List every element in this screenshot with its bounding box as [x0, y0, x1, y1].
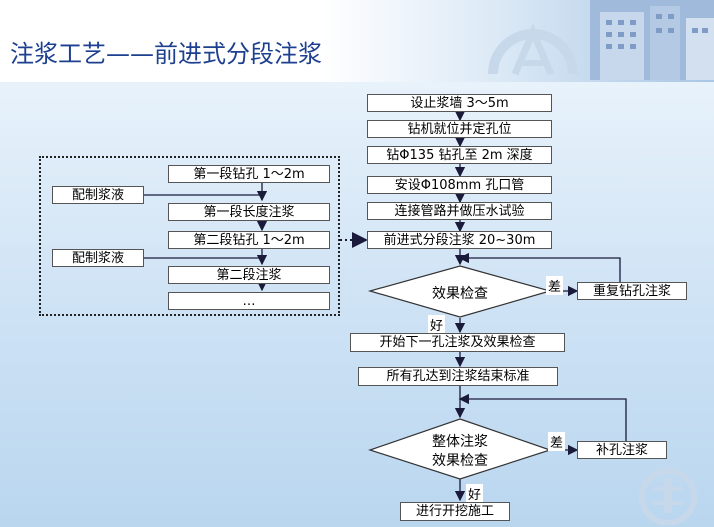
repair-hole-box: 补孔注浆 [577, 441, 667, 459]
sub-step-4: 第二段注浆 [168, 266, 330, 284]
next-hole-box: 开始下一孔注浆及效果检查 [350, 333, 565, 352]
prep-slurry-2: 配制浆液 [52, 249, 144, 267]
decision-diamond-2 [368, 418, 552, 480]
final-step-box: 进行开挖施工 [400, 502, 510, 521]
flow-step-4: 安设Φ108mm 孔口管 [367, 176, 552, 194]
all-holes-box: 所有孔达到注浆结束标准 [358, 367, 558, 386]
sub-step-5: … [168, 292, 330, 310]
sub-step-1: 第一段钻孔 1～2m [168, 165, 330, 183]
repeat-drill-box: 重复钻孔注浆 [577, 282, 687, 300]
flow-step-6: 前进式分段注浆 20~30m [367, 231, 552, 249]
company-logo-icon [488, 23, 578, 76]
decision-1-bad-label: 差 [546, 276, 564, 295]
building-image [590, 0, 714, 80]
flow-step-5: 连接管路并做压水试验 [367, 202, 552, 220]
decision-2-bad-label: 差 [548, 432, 566, 451]
sub-step-3: 第二段钻孔 1～2m [168, 231, 330, 249]
decision-1-label: 效果检查 [432, 286, 488, 302]
decision-2-label-line2: 效果检查 [432, 453, 488, 469]
flow-step-2: 钻机就位并定孔位 [367, 120, 552, 138]
prep-slurry-1: 配制浆液 [52, 186, 144, 204]
flow-step-1: 设止浆墙 3～5m [367, 94, 552, 112]
header-banner: 注浆工艺——前进式分段注浆 [0, 0, 714, 82]
rec-logo-icon [639, 468, 697, 525]
decision-diamond-1 [367, 265, 553, 318]
page-title: 注浆工艺——前进式分段注浆 [10, 40, 322, 68]
sub-step-2: 第一段长度注浆 [168, 203, 330, 221]
decision-2-label-line1: 整体注浆 [432, 434, 488, 450]
decision-1-good-label: 好 [428, 315, 446, 334]
flow-step-3: 钻Φ135 钻孔至 2m 深度 [367, 146, 552, 164]
decision-2-good-label: 好 [466, 484, 484, 503]
sub-process-frame [39, 156, 340, 316]
